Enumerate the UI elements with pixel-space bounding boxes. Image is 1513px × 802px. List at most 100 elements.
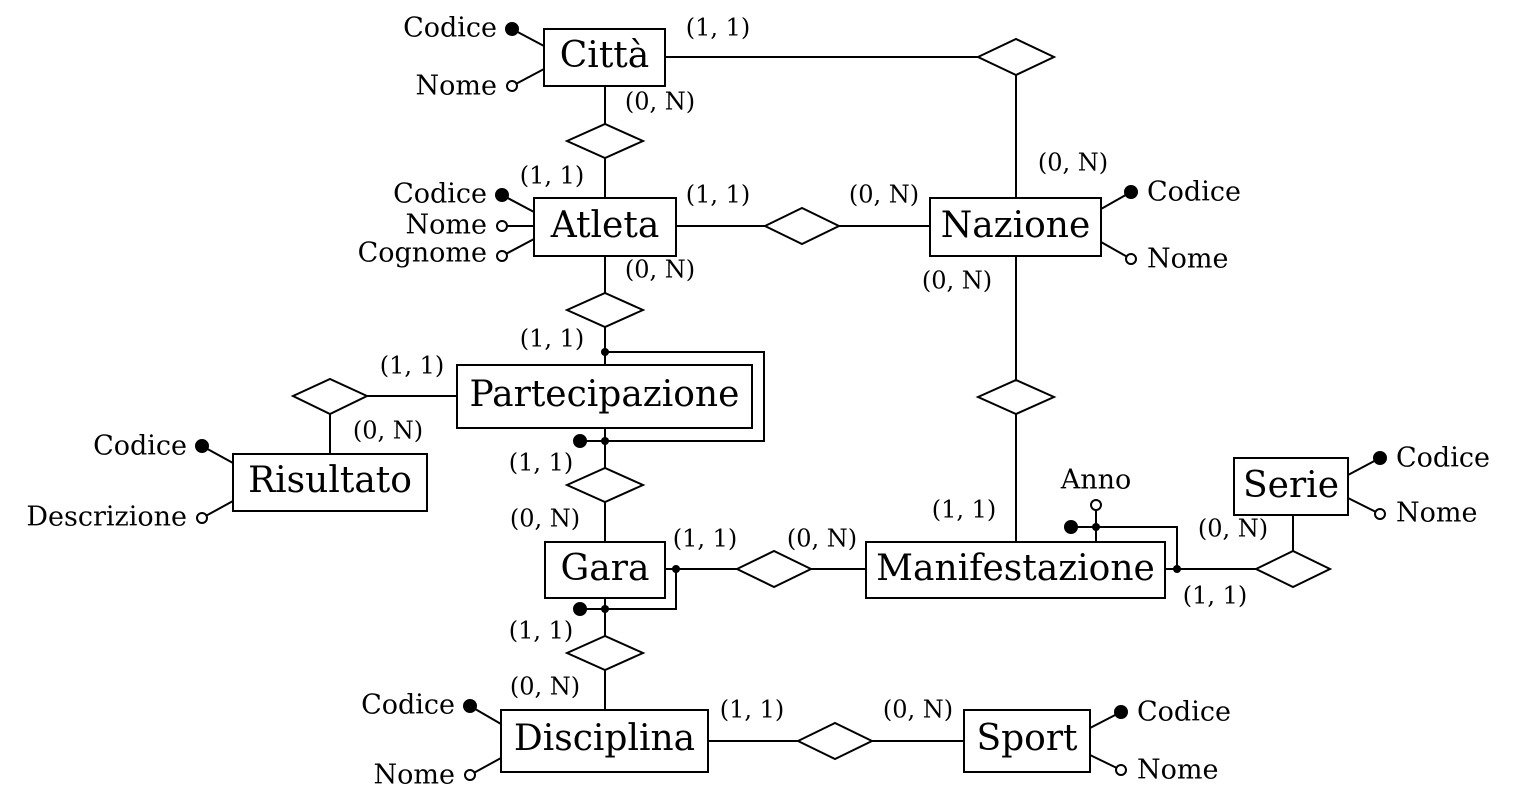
- cardinalities: (1, 1) (0, N) (1, 1) (1, 1) (0, N) (0, N…: [353, 14, 1268, 724]
- id-junction: [1092, 523, 1100, 531]
- relationship-gara-disciplina: [564, 634, 646, 672]
- entity-partecipazione: Partecipazione: [456, 364, 753, 429]
- attribute-serie-codice: Codice: [1347, 443, 1490, 476]
- attributes: Codice Nome Codice Nome Cognome Codice: [26, 13, 1490, 791]
- entity-serie-label: Serie: [1243, 465, 1339, 506]
- attribute-nazione-nome: Nome: [1100, 241, 1228, 275]
- relationship-citta-nazione: [975, 37, 1057, 77]
- attribute-dot: [506, 80, 518, 92]
- entity-risultato-label: Risultato: [248, 460, 412, 501]
- identifier-paths: [573, 348, 1181, 616]
- entity-gara: Gara: [544, 541, 666, 599]
- attribute-citta-codice: Codice: [403, 13, 545, 47]
- cardinality-label: (1, 1): [686, 181, 751, 209]
- attribute-citta-nome: Nome: [416, 68, 545, 102]
- attribute-label: Codice: [403, 13, 497, 44]
- cardinality-label: (1, 1): [932, 496, 997, 524]
- attribute-disciplina-codice: Codice: [361, 690, 502, 725]
- entity-partecipazione-label: Partecipazione: [470, 374, 740, 415]
- attribute-nazione-codice: Codice: [1100, 177, 1241, 210]
- entity-sport-label: Sport: [976, 718, 1078, 759]
- attribute-label: Codice: [93, 431, 187, 462]
- entity-nazione-label: Nazione: [941, 205, 1091, 246]
- relationship-partecipazione-risultato: [290, 377, 370, 416]
- connectors: [329, 56, 1294, 742]
- attribute-label: Nome: [374, 760, 455, 791]
- cardinality-label: (0, N): [510, 673, 580, 701]
- attribute-label: Nome: [416, 71, 497, 102]
- attribute-risultato-codice: Codice: [93, 431, 234, 464]
- cardinality-label: (0, N): [1198, 515, 1268, 543]
- attribute-dot: [496, 220, 508, 232]
- entity-risultato: Risultato: [232, 453, 428, 512]
- entity-gara-label: Gara: [561, 548, 650, 589]
- attribute-atleta-codice: Codice: [393, 179, 535, 213]
- key-attribute-dot: [1124, 185, 1138, 199]
- attribute-atleta-cognome: Cognome: [358, 238, 535, 269]
- relationship-disciplina-sport: [795, 721, 875, 761]
- attribute-atleta-nome: Nome: [406, 210, 534, 241]
- relationship-partecipazione-gara: [564, 466, 646, 504]
- entity-sport: Sport: [963, 709, 1091, 773]
- attribute-label: Codice: [361, 690, 455, 721]
- attribute-dot: [1374, 508, 1386, 520]
- attribute-dot: [496, 250, 508, 262]
- key-attribute-dot: [463, 699, 477, 713]
- attribute-label: Anno: [1060, 465, 1132, 496]
- attribute-manifestazione-anno: Anno: [1060, 465, 1132, 511]
- cardinality-label: (1, 1): [686, 14, 751, 42]
- entity-nazione: Nazione: [929, 197, 1102, 257]
- cardinality-label: (1, 1): [1183, 582, 1248, 610]
- cardinality-label: (0, N): [883, 696, 953, 724]
- id-junction: [1173, 565, 1181, 573]
- cardinality-label: (1, 1): [720, 696, 785, 724]
- relationship-gara-manifestazione: [734, 549, 814, 589]
- attribute-serie-nome: Nome: [1347, 497, 1477, 529]
- key-attribute-dot: [495, 188, 509, 202]
- cardinality-label: (1, 1): [509, 617, 574, 645]
- relationship-citta-atleta: [564, 122, 646, 160]
- entity-manifestazione-label: Manifestazione: [876, 548, 1155, 589]
- cardinality-label: (1, 1): [509, 449, 574, 477]
- cardinality-label: (0, N): [922, 267, 992, 295]
- identifier-dot: [573, 434, 587, 448]
- entity-atleta-label: Atleta: [550, 205, 660, 246]
- cardinality-label: (1, 1): [673, 525, 738, 553]
- cardinality-label: (0, N): [625, 88, 695, 116]
- attribute-label: Descrizione: [26, 502, 187, 533]
- attribute-label: Codice: [393, 179, 487, 210]
- attribute-label: Codice: [1137, 697, 1231, 728]
- cardinality-label: (0, N): [353, 417, 423, 445]
- entity-citta: Città: [543, 28, 666, 87]
- entity-atleta: Atleta: [533, 197, 677, 257]
- attribute-label: Codice: [1396, 443, 1490, 474]
- attribute-label: Codice: [1147, 177, 1241, 208]
- identifier-dot: [1064, 520, 1078, 534]
- id-junction: [601, 348, 609, 356]
- attribute-dot: [1115, 764, 1127, 776]
- attribute-disciplina-nome: Nome: [374, 757, 502, 791]
- entity-citta-label: Città: [560, 35, 649, 76]
- attribute-label: Nome: [1147, 244, 1228, 275]
- cardinality-label: (0, N): [510, 505, 580, 533]
- entity-disciplina: Disciplina: [500, 709, 709, 773]
- key-attribute-dot: [1373, 451, 1387, 465]
- id-junction: [601, 437, 609, 445]
- relationships: [290, 37, 1333, 761]
- cardinality-label: (0, N): [849, 181, 919, 209]
- attribute-label: Nome: [1396, 498, 1477, 529]
- cardinality-label: (0, N): [787, 525, 857, 553]
- cardinality-label: (1, 1): [380, 352, 445, 380]
- id-junction: [601, 605, 609, 613]
- attribute-dot: [464, 769, 476, 781]
- entity-serie: Serie: [1233, 457, 1349, 516]
- attribute-dot: [196, 512, 208, 524]
- attribute-label: Cognome: [358, 238, 487, 269]
- relationship-atleta-partecipazione: [564, 291, 646, 329]
- relationship-atleta-nazione: [762, 206, 842, 246]
- cardinality-label: (1, 1): [520, 325, 585, 353]
- key-attribute-dot: [1114, 705, 1128, 719]
- attribute-dot: [1090, 499, 1102, 511]
- attribute-label: Nome: [1137, 755, 1218, 786]
